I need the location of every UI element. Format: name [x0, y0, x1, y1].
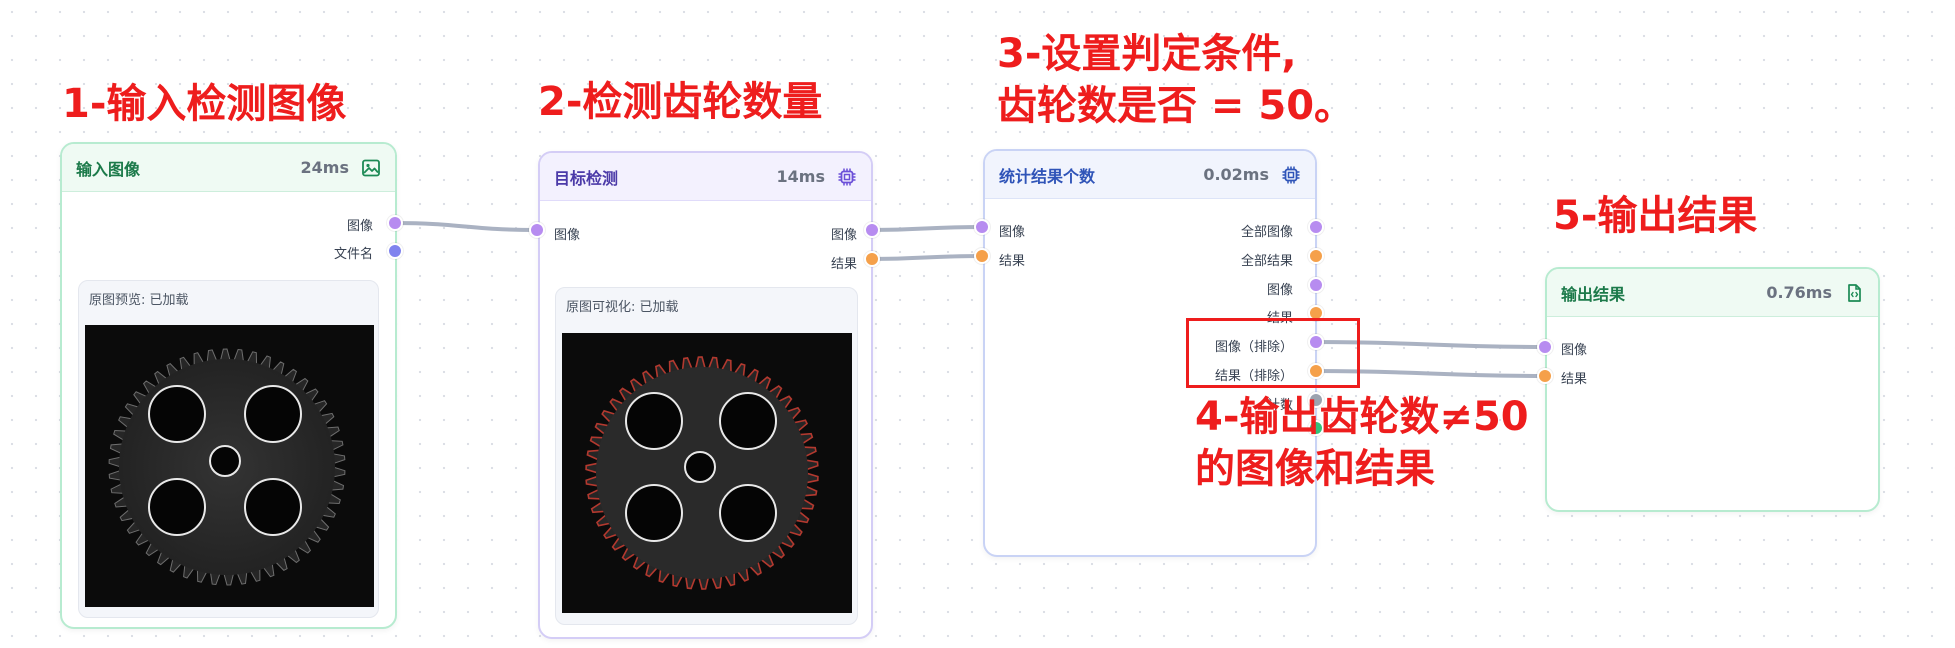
port-count-all-results-out[interactable]: [1308, 248, 1324, 264]
node-title: 输入图像: [76, 159, 141, 179]
annotation-step4-line1: 4-输出齿轮数≠50: [1195, 394, 1529, 440]
chip-icon: [838, 168, 856, 185]
node-input-image[interactable]: 输入图像 24ms 图像 文件名 原图预览: 已加载: [60, 142, 397, 629]
port-count-extra-out[interactable]: [1308, 420, 1324, 436]
port-count-image-out[interactable]: [1308, 277, 1324, 293]
port-count-image-in[interactable]: [974, 219, 990, 235]
output-label-all-results: 全部结果: [1240, 254, 1293, 269]
annotation-step4-line2: 的图像和结果: [1195, 446, 1435, 492]
port-count-count-out[interactable]: [1308, 392, 1324, 408]
output-label-image: 图像: [346, 219, 373, 234]
input-label-result: 结果: [999, 254, 1026, 269]
output-label-result-excluded: 结果（排除）: [1214, 369, 1293, 384]
node-title: 输出结果: [1561, 284, 1626, 304]
annotation-step1: 1-输入检测图像: [62, 81, 347, 127]
port-detect-image-in[interactable]: [529, 222, 545, 238]
port-count-all-images-out[interactable]: [1308, 219, 1324, 235]
annotation-step2: 2-检测齿轮数量: [538, 79, 823, 125]
port-input-image-out[interactable]: [387, 215, 403, 231]
execution-time: 14ms: [776, 167, 825, 186]
node-header[interactable]: 输入图像 24ms: [62, 144, 395, 192]
gear-image: [85, 325, 374, 607]
wire-detect-image-to-count: [868, 225, 984, 232]
annotation-step5: 5-输出结果: [1553, 193, 1758, 239]
file-code-icon: [1848, 283, 1861, 302]
execution-time: 0.02ms: [1203, 165, 1269, 184]
port-detect-image-out[interactable]: [864, 222, 880, 238]
node-count-results[interactable]: 统计结果个数 0.02ms 图像 结果 全部图像 全部结果 图像 结果 图像（排…: [983, 149, 1317, 557]
chip-icon: [1282, 166, 1300, 183]
annotation-step3-line1: 3-设置判定条件,: [997, 31, 1297, 77]
port-count-result-in[interactable]: [974, 248, 990, 264]
output-label-image: 图像: [830, 228, 857, 243]
output-label-result: 结果: [830, 257, 857, 272]
input-label-image: 图像: [999, 225, 1026, 240]
node-object-detection[interactable]: 目标检测 14ms 图像 图像 结果 原图可视化: 已加载: [538, 151, 873, 639]
execution-time: 24ms: [300, 158, 349, 177]
annotation-step3-line2: 齿轮数是否 = 50。: [997, 83, 1355, 129]
port-count-image-excluded-out[interactable]: [1308, 334, 1324, 350]
port-detect-result-out[interactable]: [864, 251, 880, 267]
node-title: 目标检测: [554, 168, 619, 188]
input-label-result: 结果: [1561, 372, 1588, 387]
wire-input-to-detect: [393, 221, 538, 232]
node-header[interactable]: 输出结果 0.76ms: [1547, 269, 1878, 317]
output-label-all-images: 全部图像: [1240, 225, 1293, 240]
image-icon: [362, 159, 380, 176]
preview-label: 原图可视化: 已加载: [566, 300, 679, 315]
port-output-image-in[interactable]: [1537, 339, 1553, 355]
port-input-filename-out[interactable]: [387, 243, 403, 259]
output-label-image: 图像: [1266, 283, 1293, 298]
wire-detect-result-to-count: [868, 254, 984, 261]
output-label-count: 计数: [1266, 398, 1293, 413]
node-header[interactable]: 目标检测 14ms: [540, 153, 871, 201]
port-count-result-excluded-out[interactable]: [1308, 363, 1324, 379]
input-label-image: 图像: [554, 228, 581, 243]
highlight-excluded-outputs: [1186, 318, 1360, 388]
gear-detection-image: [562, 333, 852, 613]
output-label-image-excluded: 图像（排除）: [1214, 340, 1293, 355]
output-label-filename: 文件名: [333, 247, 373, 262]
port-output-result-in[interactable]: [1537, 368, 1553, 384]
visualization-preview-panel: 原图可视化: 已加载: [555, 287, 858, 625]
node-header[interactable]: 统计结果个数 0.02ms: [985, 151, 1315, 199]
node-output-results[interactable]: 输出结果 0.76ms 图像 结果: [1545, 267, 1880, 512]
preview-label: 原图预览: 已加载: [89, 293, 189, 308]
input-label-image: 图像: [1561, 343, 1588, 358]
node-title: 统计结果个数: [999, 166, 1096, 186]
execution-time: 0.76ms: [1766, 283, 1832, 302]
image-preview-panel: 原图预览: 已加载: [78, 280, 379, 618]
